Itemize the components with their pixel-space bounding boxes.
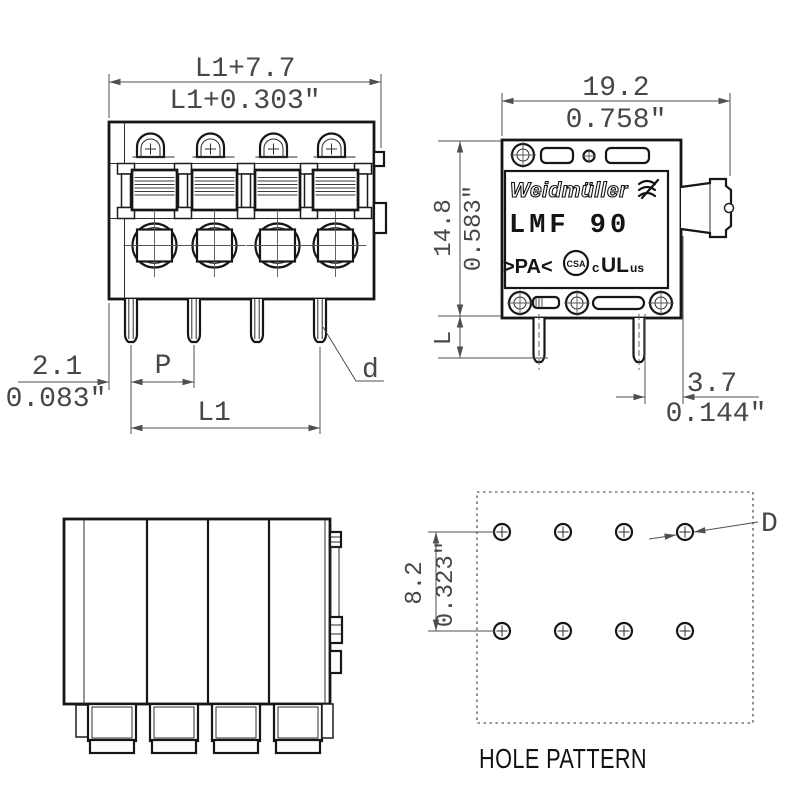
side-height-mm: 14.8: [431, 199, 458, 257]
top-housing-outline: [62, 517, 332, 706]
mounting-hole: [614, 522, 634, 542]
pitch-label: P: [155, 351, 172, 382]
solder-pin: [632, 312, 646, 372]
clamp-pillar: [236, 162, 256, 220]
front-view: L1+7.7 L1+0.303" 2.1 0.083" P L1 d: [6, 54, 388, 434]
solder-pin: [186, 297, 202, 344]
pin-offset-mm: 3.7: [687, 369, 737, 400]
mounting-flange: [680, 177, 735, 239]
solder-pin: [123, 297, 139, 344]
row-spacing-mm: 8.2: [402, 561, 429, 604]
pin-offset-in: 0.144": [666, 399, 767, 430]
plug-tab: [321, 703, 334, 739]
top-slot: [604, 146, 651, 165]
side-tab: [328, 615, 344, 645]
weidmueller-logo-icon: [637, 178, 660, 200]
nameplate: Weidmüller LMF 90 >PA< CSA c UL us: [503, 169, 670, 290]
mounting-hole: [553, 621, 573, 641]
bottom-slot: [531, 295, 561, 310]
screw-head: [562, 288, 592, 318]
terminal-unit: [303, 132, 368, 279]
wire-plug: [210, 702, 262, 755]
side-tab: [328, 530, 343, 549]
ul-suffix: us: [630, 261, 644, 275]
pin-diameter-label: d: [362, 355, 379, 386]
pin-length-label: L: [431, 331, 458, 345]
mounting-hole: [675, 522, 695, 542]
mounting-hole: [492, 522, 512, 542]
top-view: [62, 517, 344, 755]
screw-head: [505, 288, 535, 318]
side-view: Weidmüller LMF 90 >PA< CSA c UL us: [431, 73, 766, 430]
front-edge-offset-mm: 2.1: [32, 352, 82, 383]
side-height-in: 0.583": [461, 185, 488, 271]
wire-plug: [272, 702, 324, 755]
terminal-unit: [245, 132, 310, 279]
ul-mark-icon: UL: [601, 254, 629, 277]
mounting-hole: [675, 621, 695, 641]
material-marking: >PA<: [503, 256, 553, 278]
front-overall-width-in: L1+0.303": [169, 86, 320, 117]
hole-pattern-title: HOLE PATTERN: [479, 743, 647, 774]
solder-pin: [312, 297, 328, 344]
side-tab: [328, 649, 343, 675]
housing-tab: [372, 201, 388, 235]
wire-plug: [86, 702, 138, 755]
mounting-hole: [553, 522, 573, 542]
side-depth-in: 0.758": [566, 105, 667, 136]
span-label: L1: [197, 398, 231, 429]
side-channel: [330, 546, 340, 618]
wire-plug: [148, 702, 200, 755]
board-outline: [476, 491, 754, 724]
bottom-slot: [591, 295, 646, 311]
screw-head: [508, 140, 538, 170]
csa-mark-text: CSA: [566, 259, 586, 269]
top-slot: [539, 146, 575, 165]
mounting-hole: [492, 621, 512, 641]
housing-tab: [372, 150, 386, 168]
side-depth-mm: 19.2: [582, 73, 649, 104]
hole-diameter-label: D: [761, 509, 778, 540]
screw-head: [646, 288, 676, 318]
csa-mark-icon: [562, 249, 590, 277]
ul-prefix: c: [592, 260, 599, 275]
solder-pin: [532, 312, 546, 372]
solder-pin: [249, 297, 265, 344]
row-spacing-in: 0.323": [433, 541, 460, 627]
front-overall-width-mm: L1+7.7: [195, 54, 296, 85]
plug-tab: [75, 704, 89, 738]
terminal-unit: [182, 132, 247, 279]
terminal-unit: [122, 132, 187, 279]
front-edge-offset-in: 0.083": [6, 384, 107, 415]
mounting-hole: [614, 621, 634, 641]
model-text: LMF 90: [509, 211, 630, 241]
hole-pattern-view: 8.2 0.323" D HOLE PATTERN: [402, 491, 778, 774]
brand-wordmark: Weidmüller: [510, 179, 629, 202]
